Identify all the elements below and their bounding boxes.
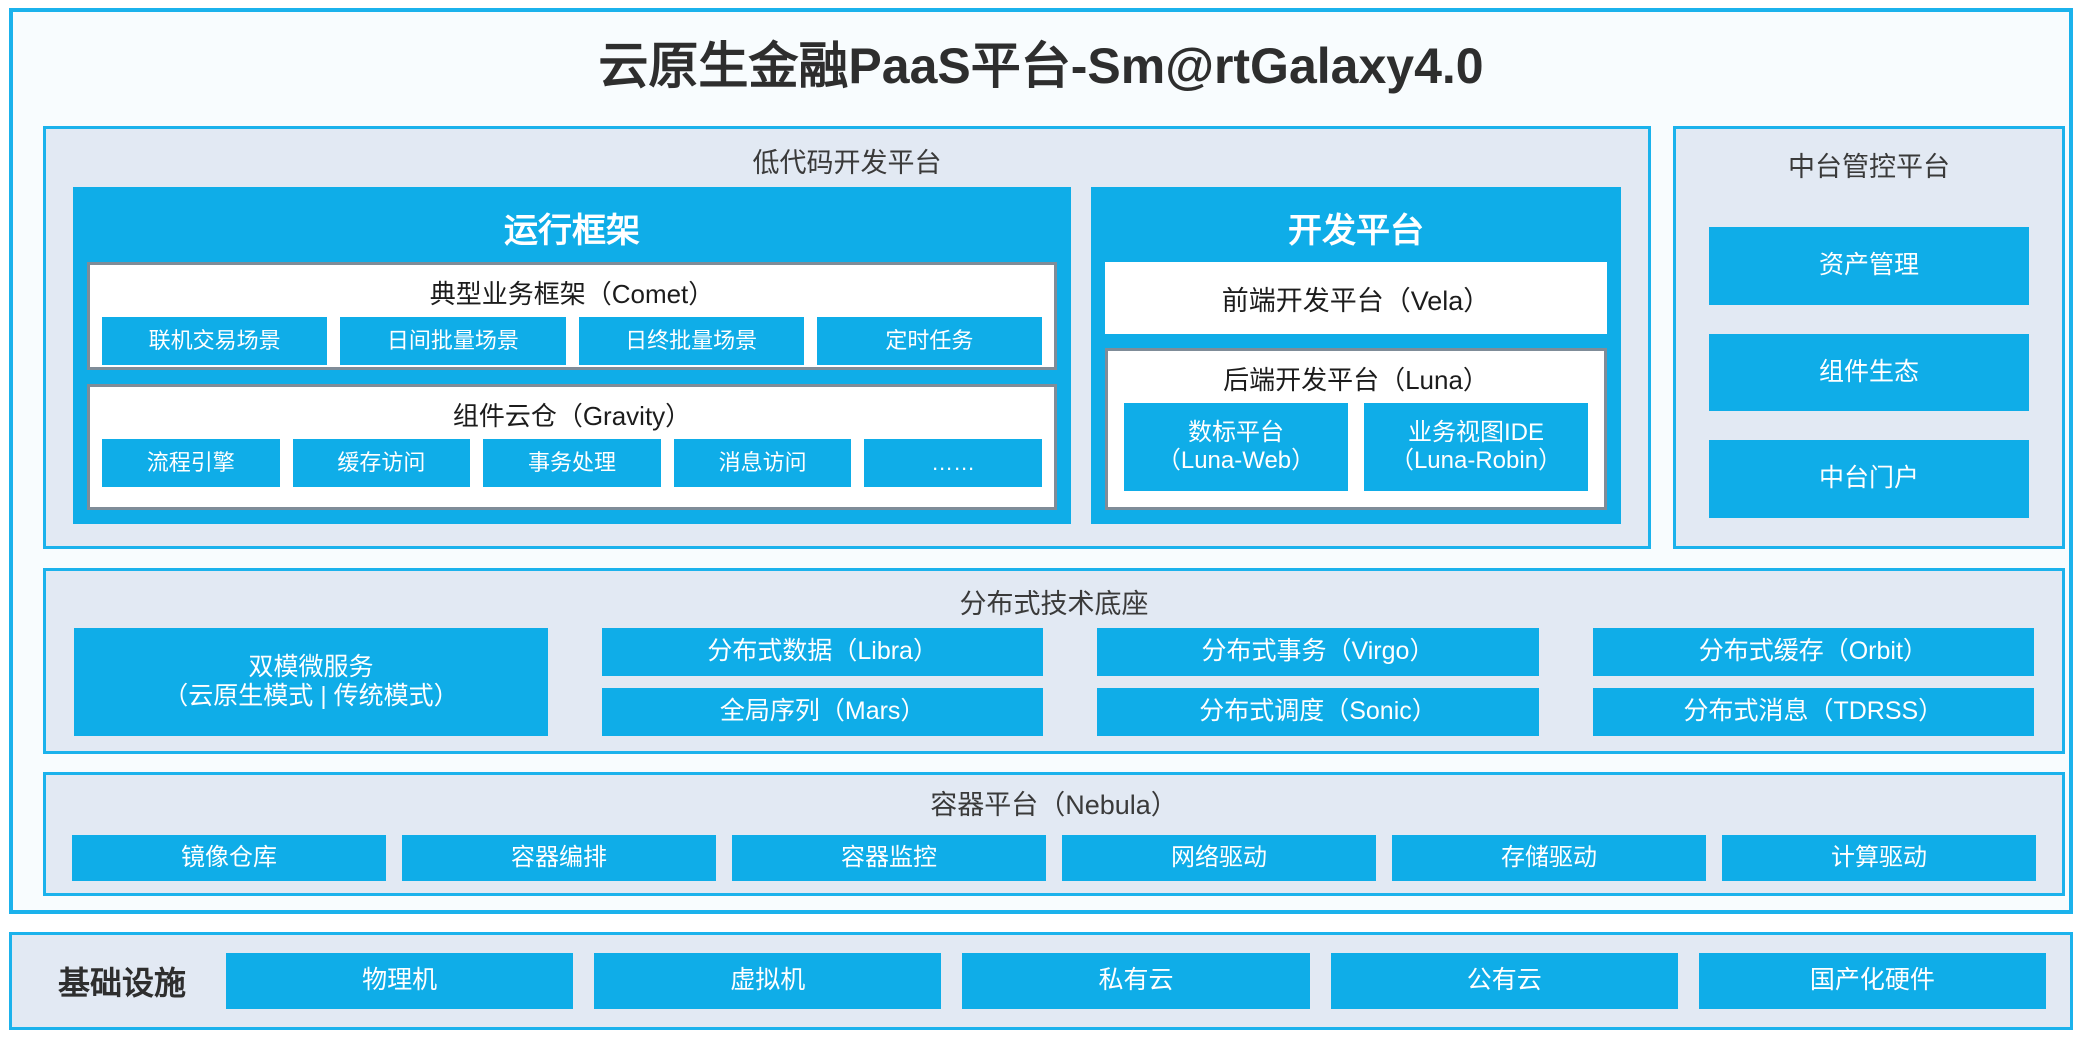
gravity-item-process-engine[interactable]: 流程引擎 xyxy=(102,439,280,487)
container-item-network-driver[interactable]: 网络驱动 xyxy=(1062,835,1376,881)
microservice-line2: （云原生模式 | 传统模式） xyxy=(163,682,459,710)
gravity-item-more[interactable]: …… xyxy=(864,439,1042,487)
comet-item-scheduled-task[interactable]: 定时任务 xyxy=(816,317,1042,365)
luna-robin-name: 业务视图IDE xyxy=(1407,418,1544,446)
runtime-framework-column: 运行框架 典型业务框架（Comet） 联机交易场景 日间批量场景 日终批量场景 … xyxy=(73,187,1071,524)
gravity-item-message-access[interactable]: 消息访问 xyxy=(673,439,852,487)
gravity-title: 组件云仓（Gravity） xyxy=(452,401,692,431)
infrastructure-item-public-cloud[interactable]: 公有云 xyxy=(1330,953,1678,1009)
container-item-monitoring[interactable]: 容器监控 xyxy=(732,835,1046,881)
container-item-orchestration[interactable]: 容器编排 xyxy=(402,835,716,881)
container-platform-panel: 容器平台（Nebula） 镜像仓库 容器编排 容器监控 网络驱动 存储驱动 计算… xyxy=(43,772,2065,896)
container-item-image-registry[interactable]: 镜像仓库 xyxy=(72,835,386,881)
infrastructure-item-virtual-machine[interactable]: 虚拟机 xyxy=(594,953,942,1009)
vela-frontend-card[interactable]: 前端开发平台（Vela） xyxy=(1105,262,1607,334)
luna-items: 数标平台 （Luna-Web） 业务视图IDE （Luna-Robin） xyxy=(1108,403,1604,507)
infrastructure-items: 物理机 虚拟机 私有云 公有云 国产化硬件 xyxy=(226,953,2047,1009)
management-items: 资产管理 组件生态 中台门户 xyxy=(1709,227,2029,519)
runtime-framework-title: 运行框架 xyxy=(504,212,640,250)
page-title: 云原生金融PaaS平台-Sm@rtGalaxy4.0 xyxy=(598,38,1484,94)
distributed-group-3: 分布式缓存（Orbit） 分布式消息（TDRSS） xyxy=(1592,628,2034,736)
gravity-item-transaction-handling[interactable]: 事务处理 xyxy=(483,439,661,487)
infrastructure-item-private-cloud[interactable]: 私有云 xyxy=(962,953,1310,1009)
distributed-item-sonic[interactable]: 分布式调度（Sonic） xyxy=(1097,688,1539,736)
luna-web-code: （Luna-Web） xyxy=(1156,447,1316,474)
management-item-portal[interactable]: 中台门户 xyxy=(1709,440,2029,519)
distributed-group-1: 分布式数据（Libra） 全局序列（Mars） xyxy=(602,628,1044,736)
distributed-items: 双模微服务 （云原生模式 | 传统模式） 分布式数据（Libra） 全局序列（M… xyxy=(74,628,2034,736)
lowcode-platform-panel: 低代码开发平台 运行框架 典型业务框架（Comet） 联机交易场景 日间批量场景… xyxy=(43,126,1651,549)
infrastructure-item-domestic-hardware[interactable]: 国产化硬件 xyxy=(1698,953,2047,1009)
distributed-base-title: 分布式技术底座 xyxy=(959,589,1149,619)
distributed-item-mars[interactable]: 全局序列（Mars） xyxy=(602,688,1044,736)
comet-item-online-transaction[interactable]: 联机交易场景 xyxy=(102,317,328,365)
luna-backend-card: 后端开发平台（Luna） 数标平台 （Luna-Web） 业务视图IDE （Lu… xyxy=(1105,348,1607,510)
luna-title: 后端开发平台（Luna） xyxy=(1223,365,1489,395)
infrastructure-item-physical-machine[interactable]: 物理机 xyxy=(226,953,574,1009)
development-platform-column: 开发平台 前端开发平台（Vela） 后端开发平台（Luna） 数标平台 （Lun… xyxy=(1091,187,1621,524)
comet-items: 联机交易场景 日间批量场景 日终批量场景 定时任务 xyxy=(90,317,1054,377)
lowcode-columns: 运行框架 典型业务框架（Comet） 联机交易场景 日间批量场景 日终批量场景 … xyxy=(73,187,1621,524)
platform-frame: 云原生金融PaaS平台-Sm@rtGalaxy4.0 低代码开发平台 运行框架 … xyxy=(9,8,2073,914)
luna-item-luna-web[interactable]: 数标平台 （Luna-Web） xyxy=(1124,403,1348,491)
distributed-item-tdrss[interactable]: 分布式消息（TDRSS） xyxy=(1592,688,2034,736)
distributed-item-dual-mode-microservice[interactable]: 双模微服务 （云原生模式 | 传统模式） xyxy=(74,628,548,736)
container-items: 镜像仓库 容器编排 容器监控 网络驱动 存储驱动 计算驱动 xyxy=(72,835,2036,881)
container-item-storage-driver[interactable]: 存储驱动 xyxy=(1392,835,1706,881)
infrastructure-label: 基础设施 xyxy=(58,965,187,1001)
microservice-line1: 双模微服务 xyxy=(248,652,374,681)
distributed-item-orbit[interactable]: 分布式缓存（Orbit） xyxy=(1592,628,2034,676)
container-item-compute-driver[interactable]: 计算驱动 xyxy=(1722,835,2036,881)
comet-item-intraday-batch[interactable]: 日间批量场景 xyxy=(340,317,566,365)
infrastructure-panel: 基础设施 物理机 虚拟机 私有云 公有云 国产化硬件 xyxy=(9,932,2073,1030)
development-platform-title: 开发平台 xyxy=(1288,212,1424,250)
container-platform-title: 容器平台（Nebula） xyxy=(930,790,1178,820)
luna-robin-code: （Luna-Robin） xyxy=(1389,447,1563,474)
distributed-base-panel: 分布式技术底座 双模微服务 （云原生模式 | 传统模式） 分布式数据（Libra… xyxy=(43,568,2065,754)
gravity-item-cache-access[interactable]: 缓存访问 xyxy=(292,439,471,487)
gravity-card: 组件云仓（Gravity） 流程引擎 缓存访问 事务处理 消息访问 …… xyxy=(87,384,1057,510)
luna-item-luna-robin[interactable]: 业务视图IDE （Luna-Robin） xyxy=(1364,403,1588,491)
distributed-group-2: 分布式事务（Virgo） 分布式调度（Sonic） xyxy=(1097,628,1539,736)
management-platform-panel: 中台管控平台 资产管理 组件生态 中台门户 xyxy=(1673,126,2065,549)
distributed-item-libra[interactable]: 分布式数据（Libra） xyxy=(602,628,1044,676)
management-item-component-ecosystem[interactable]: 组件生态 xyxy=(1709,333,2029,412)
comet-card: 典型业务框架（Comet） 联机交易场景 日间批量场景 日终批量场景 定时任务 xyxy=(87,262,1057,370)
lowcode-platform-title: 低代码开发平台 xyxy=(752,148,942,178)
management-platform-title: 中台管控平台 xyxy=(1788,152,1950,182)
comet-item-eod-batch[interactable]: 日终批量场景 xyxy=(578,317,804,365)
distributed-item-virgo[interactable]: 分布式事务（Virgo） xyxy=(1097,628,1539,676)
luna-web-name: 数标平台 xyxy=(1188,418,1284,446)
management-item-asset-management[interactable]: 资产管理 xyxy=(1709,227,2029,305)
comet-title: 典型业务框架（Comet） xyxy=(429,279,715,309)
gravity-items: 流程引擎 缓存访问 事务处理 消息访问 …… xyxy=(90,439,1054,499)
